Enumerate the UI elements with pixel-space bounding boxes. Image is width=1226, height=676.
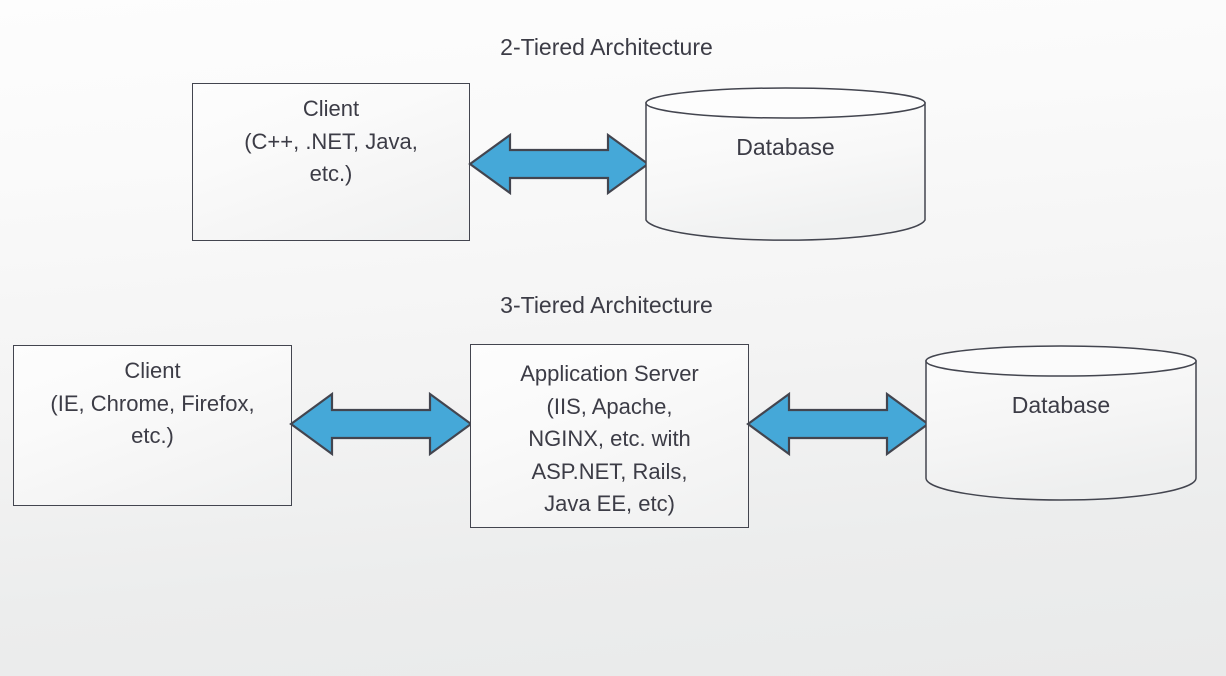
cylinder-body: [645, 102, 926, 241]
connector-appserver-database-3tier[interactable]: [746, 391, 930, 457]
connector-client-database-2tier[interactable]: [468, 132, 650, 196]
cylinder-body: [925, 360, 1197, 501]
node-database-2tier-label: Database: [736, 134, 835, 160]
node-client-2tier-label: Client (C++, .NET, Java, etc.): [244, 96, 418, 186]
node-database-3tier-label: Database: [1011, 392, 1111, 418]
bidirectional-arrow-shape: [746, 391, 930, 457]
node-client-2tier[interactable]: Client (C++, .NET, Java, etc.): [192, 83, 470, 241]
node-application-server-label: Application Server (IIS, Apache, NGINX, …: [520, 361, 699, 516]
connector-client-appserver-3tier[interactable]: [289, 391, 473, 457]
cylinder-top: [925, 345, 1197, 377]
section-title-3tier: 3-Tiered Architecture: [500, 292, 713, 318]
node-database-3tier[interactable]: Database: [925, 345, 1197, 501]
node-client-3tier[interactable]: Client (IE, Chrome, Firefox, etc.): [13, 345, 292, 506]
cylinder-top: [645, 87, 926, 119]
bidirectional-arrow-shape: [289, 391, 473, 457]
section-title-2tier: 2-Tiered Architecture: [500, 34, 713, 60]
bidirectional-arrow-shape: [468, 132, 650, 196]
node-database-2tier[interactable]: Database: [645, 87, 926, 241]
node-application-server[interactable]: Application Server (IIS, Apache, NGINX, …: [470, 344, 749, 528]
node-client-3tier-label: Client (IE, Chrome, Firefox, etc.): [50, 358, 255, 448]
